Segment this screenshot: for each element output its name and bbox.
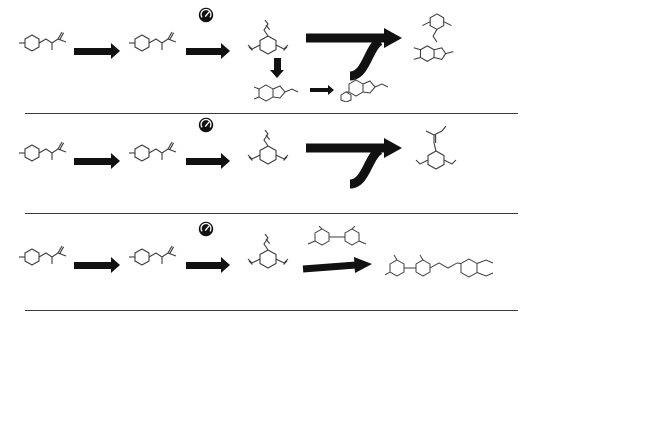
structure-ldopa-row3: [128, 240, 184, 272]
arrow-right-icon: [74, 153, 120, 169]
arrow-right-icon: [186, 43, 230, 59]
structure-betanin: [406, 8, 464, 76]
structure-betalamic-row1: [240, 20, 296, 60]
arrow-right-icon: [310, 85, 334, 95]
structure-ldopa-row1: [128, 26, 184, 58]
section-divider: [25, 213, 518, 214]
arrow-right-icon: [74, 43, 120, 59]
structure-cyclodopa-glucoside: [338, 76, 390, 102]
arrow-right-icon: [186, 153, 230, 169]
arrow-down-icon: [270, 58, 285, 78]
section-divider: [25, 113, 518, 114]
biosensor-dial-icon: [198, 117, 214, 133]
arrow-right-icon: [186, 257, 230, 273]
arrow-right-icon: [74, 257, 120, 273]
structure-cyclodopa: [254, 80, 300, 104]
arrow-right-icon: [302, 257, 372, 273]
biosensor-dial-icon: [198, 221, 214, 237]
structure-ldopa-row2: [128, 136, 184, 168]
structure-tyrosine-row1: [18, 26, 74, 58]
structure-tyrosine-row2: [18, 136, 74, 168]
biosensor-dial-icon: [198, 7, 214, 23]
structure-odianisidine: [306, 226, 374, 248]
structure-odabetacyanin: [385, 252, 503, 282]
section-divider: [25, 310, 518, 311]
structure-tyrosine-row3: [18, 240, 74, 272]
curved-merge-arrow-icon: [306, 28, 402, 81]
structure-betalamic-row2: [240, 130, 296, 170]
structure-betalamic-row3: [240, 234, 296, 274]
structure-betaxanthins: [408, 126, 464, 184]
curved-merge-arrow-icon: [306, 138, 402, 189]
